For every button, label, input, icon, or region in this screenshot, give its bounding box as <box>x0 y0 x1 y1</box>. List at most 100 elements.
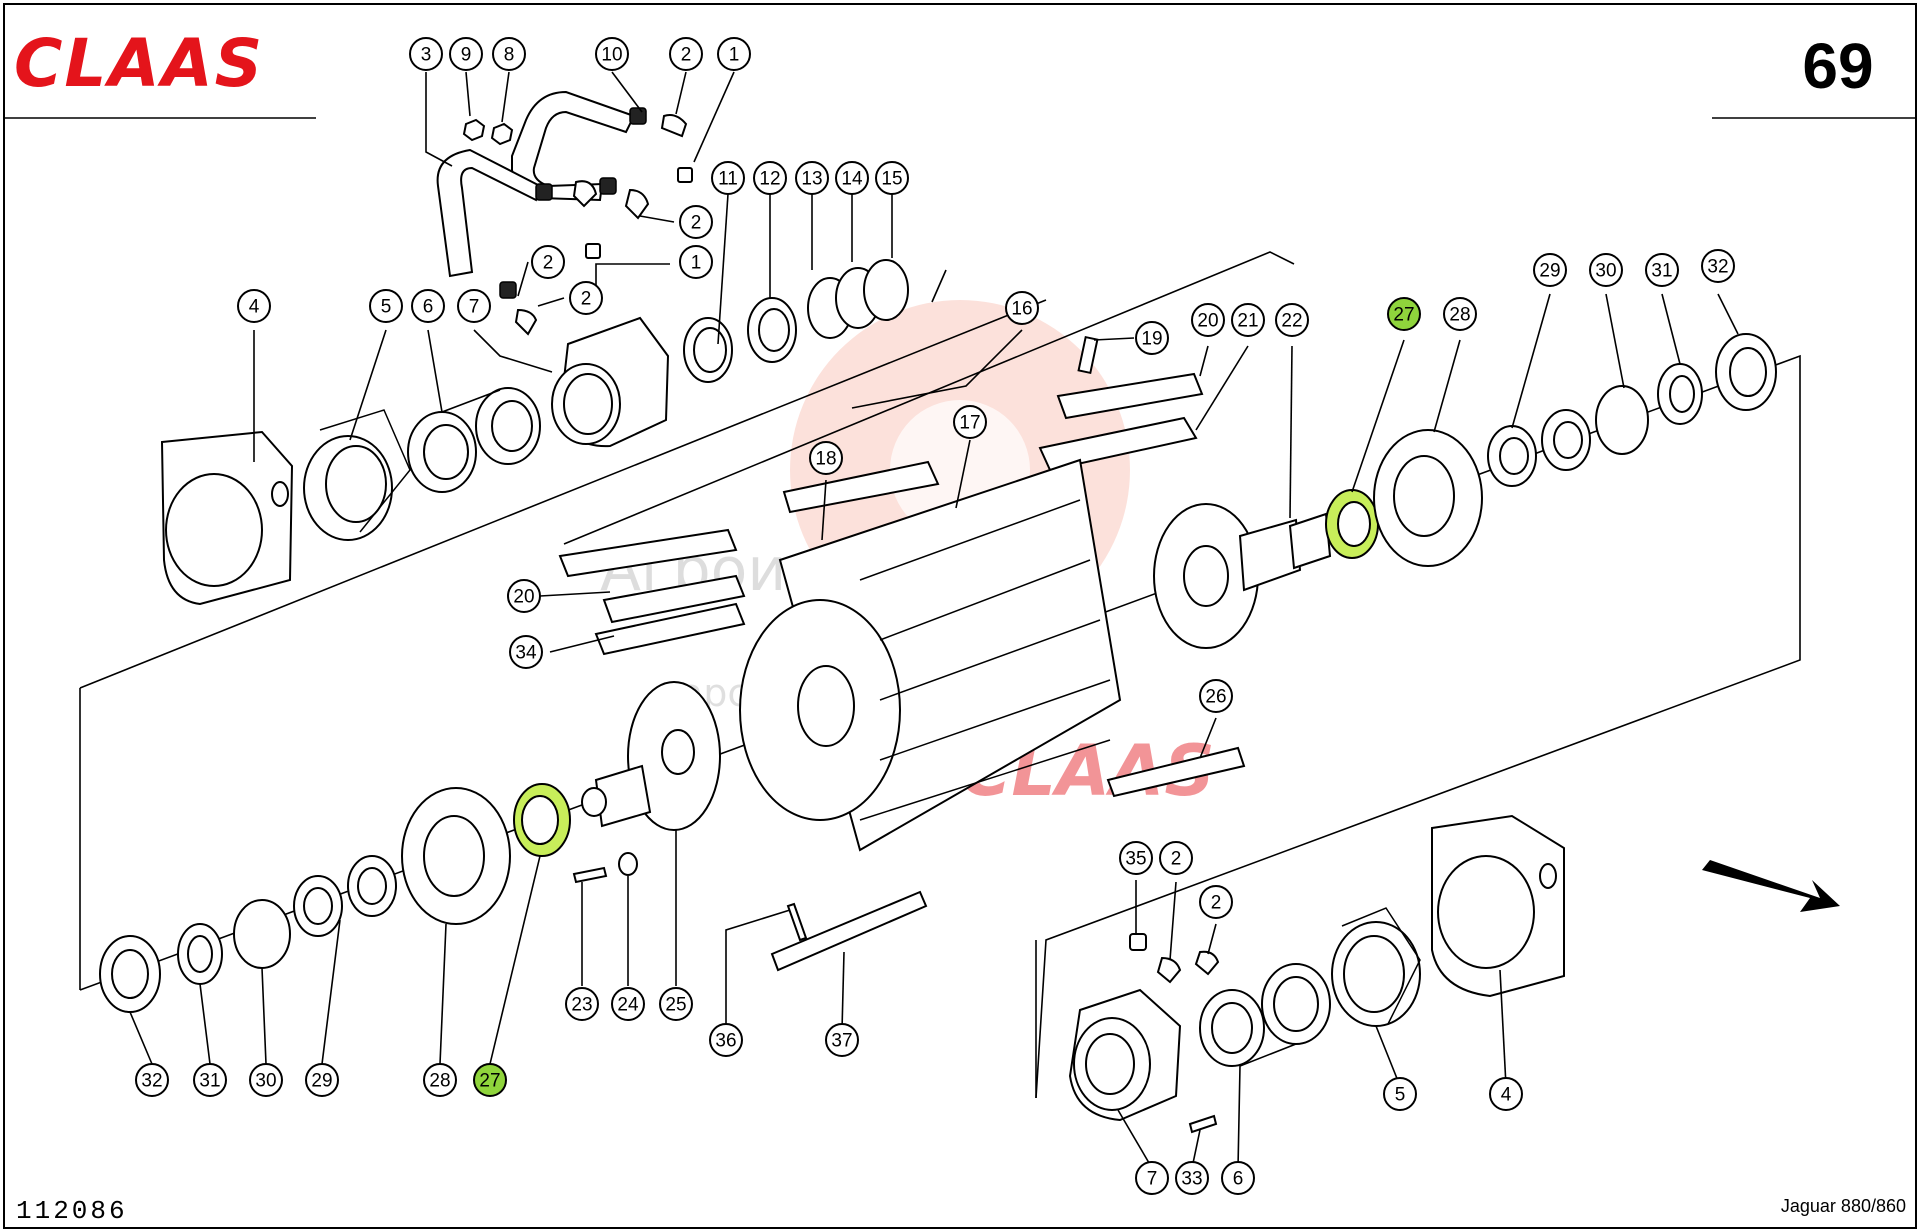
callout-circle <box>409 37 443 71</box>
callout-19: 19 <box>1135 321 1169 355</box>
callout-4: 4 <box>1489 1077 1523 1111</box>
callout-label: 27 <box>479 1071 500 1092</box>
callout-label: 5 <box>381 297 392 318</box>
callout-circle <box>835 161 869 195</box>
bearing-housing-bottom-right <box>1431 814 1565 998</box>
callout-2: 2 <box>669 37 703 71</box>
callout-13: 13 <box>795 161 829 195</box>
callout-label: 27 <box>1393 305 1414 326</box>
callout-circle <box>305 1063 339 1097</box>
callout-circle <box>369 289 403 323</box>
callout-label: 23 <box>571 995 592 1016</box>
callout-22: 22 <box>1275 303 1309 337</box>
callout-2: 2 <box>531 245 565 279</box>
callout-label: 1 <box>691 253 702 274</box>
callout-23: 23 <box>565 987 599 1021</box>
document-number: 112086 <box>16 1196 128 1226</box>
callout-35: 35 <box>1119 841 1153 875</box>
callout-6: 6 <box>411 289 445 323</box>
callout-circle <box>717 37 751 71</box>
callout-circle <box>1589 253 1623 287</box>
callout-label: 28 <box>1449 305 1470 326</box>
callout-label: 4 <box>1501 1085 1512 1106</box>
callout-label: 35 <box>1125 849 1146 870</box>
callout-6: 6 <box>1221 1161 1255 1195</box>
callout-15: 15 <box>875 161 909 195</box>
callout-28: 28 <box>1443 297 1477 331</box>
callout-1: 1 <box>679 245 713 279</box>
callout-label: 36 <box>715 1031 736 1052</box>
callout-label: 10 <box>601 45 622 66</box>
callout-label: 22 <box>1281 311 1302 332</box>
callout-4: 4 <box>237 289 271 323</box>
callout-circle <box>1199 885 1233 919</box>
sleeve-5-bottom <box>1331 907 1421 1027</box>
callout-circle <box>1383 1077 1417 1111</box>
callout-12: 12 <box>753 161 787 195</box>
callout-label: 20 <box>1197 311 1218 332</box>
page-border <box>3 3 1917 1229</box>
callout-17: 17 <box>953 405 987 439</box>
callout-2: 2 <box>1159 841 1193 875</box>
callout-7: 7 <box>1135 1161 1169 1195</box>
callout-circle <box>449 37 483 71</box>
callout-label: 4 <box>249 297 260 318</box>
callout-label: 7 <box>469 297 480 318</box>
hub-28-top <box>1373 429 1483 567</box>
ring-6-top <box>407 387 541 493</box>
callout-label: 6 <box>423 297 434 318</box>
callout-9: 9 <box>449 37 483 71</box>
callout-circle <box>457 289 491 323</box>
sleeve-5-top <box>303 409 411 541</box>
callout-30: 30 <box>1589 253 1623 287</box>
callout-circle <box>809 441 843 475</box>
callout-32: 32 <box>1701 249 1735 283</box>
callout-11: 11 <box>711 161 745 195</box>
callout-29: 29 <box>1533 253 1567 287</box>
callout-14: 14 <box>835 161 869 195</box>
leader-lines <box>129 71 1739 1169</box>
callout-label: 26 <box>1205 687 1226 708</box>
callout-circle <box>1119 841 1153 875</box>
callout-24: 24 <box>611 987 645 1021</box>
callout-circle <box>1191 303 1225 337</box>
callout-label: 30 <box>1595 261 1616 282</box>
hydraulic-pipes <box>436 90 693 336</box>
callout-circle <box>659 987 693 1021</box>
callout-18: 18 <box>809 441 843 475</box>
callout-circle <box>423 1063 457 1097</box>
callout-label: 19 <box>1141 329 1162 350</box>
callout-label: 30 <box>255 1071 276 1092</box>
seal-27-bottom <box>513 783 571 857</box>
callout-label: 32 <box>1707 257 1728 278</box>
callout-label: 16 <box>1011 299 1032 320</box>
callout-label: 15 <box>881 169 902 190</box>
knives-19-21 <box>1038 335 1204 472</box>
callout-circle <box>825 1023 859 1057</box>
callout-circle <box>1175 1161 1209 1195</box>
callout-label: 12 <box>759 169 780 190</box>
callout-16: 16 <box>1005 291 1039 325</box>
callout-25: 25 <box>659 987 693 1021</box>
callout-label: 20 <box>513 587 534 608</box>
callout-circle <box>875 161 909 195</box>
callout-label: 28 <box>429 1071 450 1092</box>
flange-7-bottom <box>1068 988 1182 1122</box>
seal-27-top <box>1325 489 1379 559</box>
callout-label: 3 <box>421 45 432 66</box>
bolts-23-24 <box>572 852 638 884</box>
callout-circle <box>193 1063 227 1097</box>
callout-label: 9 <box>461 45 472 66</box>
callout-32: 32 <box>135 1063 169 1097</box>
callout-circle <box>1221 1161 1255 1195</box>
model-label: Jaguar 880/860 <box>1781 1196 1906 1216</box>
callout-circle <box>509 635 543 669</box>
callout-label: 14 <box>841 169 863 190</box>
callout-circle <box>611 987 645 1021</box>
callout-2: 2 <box>1199 885 1233 919</box>
callout-27: 27 <box>473 1063 507 1097</box>
callout-31: 31 <box>1645 253 1679 287</box>
callout-label: 17 <box>959 413 980 434</box>
bearings-29-32-bottom <box>99 855 397 1013</box>
callout-circle <box>795 161 829 195</box>
